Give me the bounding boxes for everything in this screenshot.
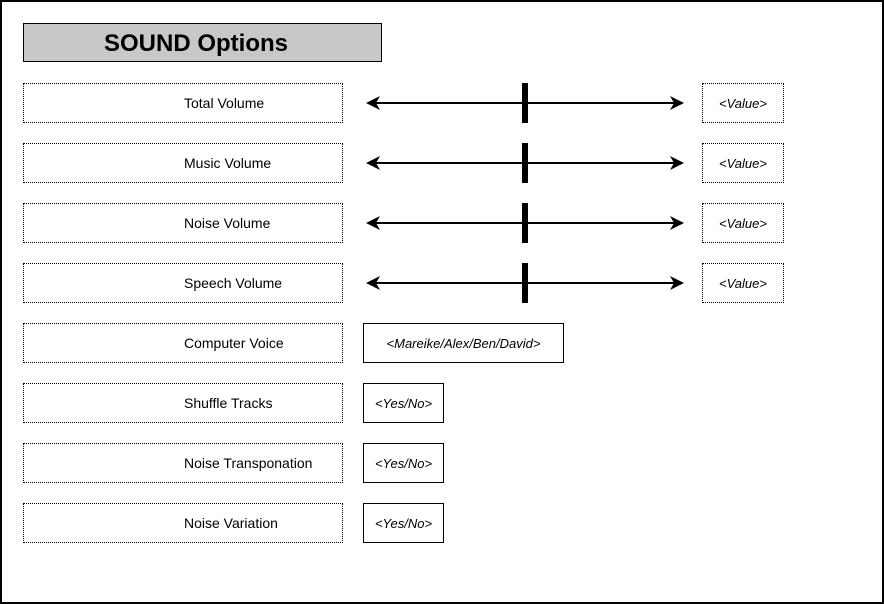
music-volume-slider[interactable] [362, 141, 688, 185]
noise-volume-label-box: Noise Volume [23, 203, 343, 243]
noise-transponation-toggle[interactable]: <Yes/No> [363, 443, 444, 483]
shuffle-tracks-label: Shuffle Tracks [184, 395, 273, 411]
speech-volume-label: Speech Volume [184, 275, 283, 291]
shuffle-tracks-label-box: Shuffle Tracks [23, 383, 343, 423]
computer-voice-label: Computer Voice [184, 335, 284, 351]
total-volume-slider[interactable] [362, 81, 688, 125]
slider-thumb[interactable] [522, 263, 528, 303]
total-volume-value: <Value> [702, 83, 784, 123]
arrow-left-icon [366, 216, 380, 230]
noise-transponation-label: Noise Transponation [184, 455, 313, 471]
computer-voice-label-box: Computer Voice [23, 323, 343, 363]
arrow-right-icon [670, 216, 684, 230]
noise-variation-label: Noise Variation [184, 515, 278, 531]
music-volume-value: <Value> [702, 143, 784, 183]
slider-thumb[interactable] [522, 143, 528, 183]
speech-volume-slider[interactable] [362, 261, 688, 305]
speech-volume-value: <Value> [702, 263, 784, 303]
noise-volume-slider[interactable] [362, 201, 688, 245]
page-title: SOUND Options [104, 30, 288, 57]
slider-thumb[interactable] [522, 203, 528, 243]
arrow-right-icon [670, 96, 684, 110]
total-volume-label: Total Volume [184, 95, 265, 111]
slider-thumb[interactable] [522, 83, 528, 123]
arrow-right-icon [670, 276, 684, 290]
speech-volume-label-box: Speech Volume [23, 263, 343, 303]
title-bar: SOUND Options [23, 23, 382, 62]
noise-transponation-label-box: Noise Transponation [23, 443, 343, 483]
music-volume-label: Music Volume [184, 155, 272, 171]
arrow-right-icon [670, 156, 684, 170]
arrow-left-icon [366, 276, 380, 290]
arrow-left-icon [366, 96, 380, 110]
computer-voice-selector[interactable]: <Mareike/Alex/Ben/David> [363, 323, 564, 363]
arrow-left-icon [366, 156, 380, 170]
total-volume-label-box: Total Volume [23, 83, 343, 123]
noise-volume-value: <Value> [702, 203, 784, 243]
noise-variation-toggle[interactable]: <Yes/No> [363, 503, 444, 543]
noise-variation-label-box: Noise Variation [23, 503, 343, 543]
noise-volume-label: Noise Volume [184, 215, 271, 231]
music-volume-label-box: Music Volume [23, 143, 343, 183]
shuffle-tracks-toggle[interactable]: <Yes/No> [363, 383, 444, 423]
